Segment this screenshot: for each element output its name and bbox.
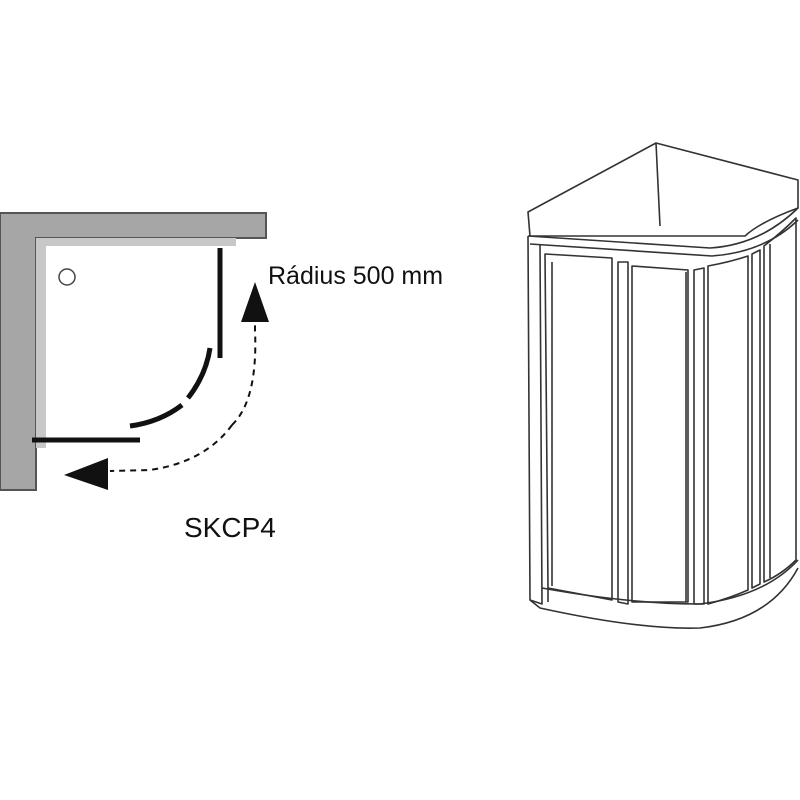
opening-arrow-up <box>231 300 257 426</box>
enclosure-perspective <box>527 142 799 629</box>
arrow-head-left <box>64 458 108 490</box>
sliding-door-left <box>617 261 629 605</box>
curved-door-right <box>693 267 705 605</box>
model-label: SKCP4 <box>184 512 276 543</box>
left-frame <box>527 235 543 605</box>
left-fixed-panel <box>544 253 613 601</box>
opening-arrow-left <box>109 424 233 472</box>
top-rail <box>527 207 799 249</box>
drain-icon <box>58 268 76 286</box>
curved-door-segment-2 <box>129 403 184 429</box>
arrow-head-up <box>241 282 269 322</box>
radius-label: Rádius 500 mm <box>268 262 444 290</box>
plan-view <box>0 212 269 491</box>
curved-door-segment-1 <box>186 347 213 400</box>
shower-tray <box>529 567 799 629</box>
wall-top-block <box>527 142 799 237</box>
